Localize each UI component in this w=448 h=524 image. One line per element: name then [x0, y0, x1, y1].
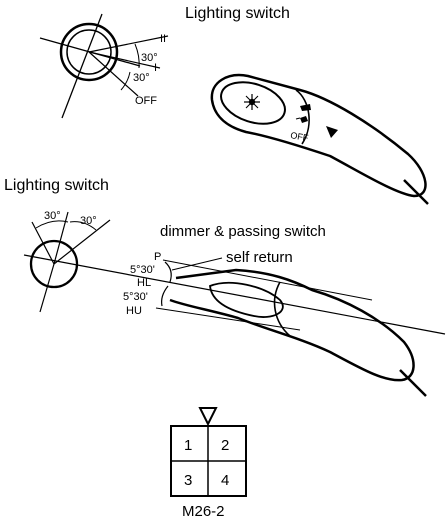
mid-pos-hu-label: HU: [126, 305, 142, 317]
mid-dial-center-ray: [53, 211, 69, 265]
dimmer-passing-stalk: [155, 259, 427, 397]
top-stalk-end: [403, 179, 429, 205]
top-switch-stalk: [210, 73, 429, 205]
top-pos-off-label: OFF: [135, 95, 157, 107]
mid-pos-p-label: P: [154, 251, 161, 263]
top-dial-pos2-ray: [88, 35, 169, 53]
connector-key-triangle: [198, 407, 218, 427]
top-stalk-body: [210, 73, 427, 198]
mid-angle-left-label: 30°: [44, 210, 61, 222]
hu-position-line: [155, 307, 301, 331]
mid-dial-right-arc: [69, 221, 97, 231]
headlamp-icon: [295, 116, 308, 123]
dimmer-stalk-end: [399, 369, 427, 397]
top-angle-upper-label: 30°: [141, 52, 158, 64]
dimmer-stalk-collar: [273, 281, 291, 337]
top-dial-lower-arc: [120, 71, 131, 91]
top-dial-outer-ring: [59, 22, 119, 82]
top-stalk-knob: [220, 81, 286, 125]
dimmer-stalk-body: [169, 268, 415, 382]
hu-angle-arc: [161, 285, 169, 307]
p-position-line: [162, 259, 373, 301]
dimmer-stalk-lever: [209, 282, 284, 318]
self-return-label: self return: [226, 249, 293, 266]
lighting-switch-mid-title: Lighting switch: [4, 177, 109, 194]
mid-dial-left-arc: [35, 220, 69, 229]
mid-angle-right-label: 30°: [80, 215, 97, 227]
top-dial-inner-ring: [66, 29, 112, 75]
top-stalk-ring-edge: [295, 89, 310, 145]
lighting-switch-top-title: Lighting switch: [185, 5, 290, 22]
mid-angle-p-label: 5°30': [130, 264, 155, 276]
connector-m26-2: [170, 407, 247, 497]
connector-name-label: M26-2: [182, 503, 225, 520]
top-dial-upper-arc: [134, 43, 140, 69]
mid-dial-ring: [29, 239, 79, 289]
dimmer-passing-switch-title: dimmer & passing switch: [160, 223, 326, 240]
connector-pin-4: 4: [221, 472, 229, 489]
top-pos-2-label: II: [160, 33, 166, 45]
top-stalk-off-marking: OFF: [290, 130, 310, 143]
connector-pin-3: 3: [184, 472, 192, 489]
mid-angle-hu-label: 5°30': [123, 291, 148, 303]
top-dial-off-ray: [88, 51, 139, 97]
mid-dial-axis-line: [23, 254, 446, 335]
lamp-symbol-icon: [244, 94, 260, 110]
mid-dial-left-ray: [31, 221, 55, 265]
top-pos-1-label: I: [154, 62, 157, 74]
mid-dial-lower-line: [39, 263, 55, 313]
top-angle-lower-label: 30°: [133, 72, 150, 84]
self-return-leader: [171, 257, 223, 271]
mid-switch-dial: [23, 211, 446, 335]
mid-dial-right-ray: [53, 219, 111, 265]
top-dial-cross-line: [61, 13, 103, 119]
connector-pin-1: 1: [184, 437, 192, 454]
connector-pin-2: 2: [221, 437, 229, 454]
top-dial-pos1-ray: [88, 51, 161, 69]
p-angle-arc: [164, 261, 172, 283]
mid-pos-hl-label: HL: [137, 277, 151, 289]
top-switch-dial: [39, 13, 169, 119]
position-lamp-icon: [300, 104, 311, 111]
arrow-icon: [326, 126, 338, 138]
